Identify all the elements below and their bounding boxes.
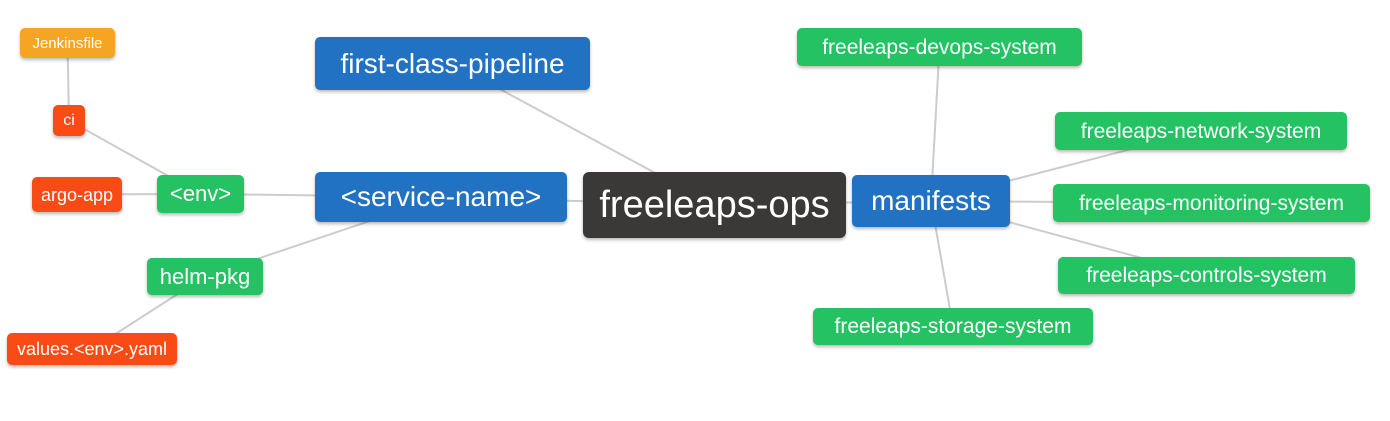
node-env[interactable]: <env> — [157, 175, 244, 213]
node-first-class-pipeline[interactable]: first-class-pipeline — [315, 37, 590, 90]
node-freeleaps-controls-system[interactable]: freeleaps-controls-system — [1058, 257, 1355, 294]
node-service-name[interactable]: <service-name> — [315, 172, 567, 222]
node-freeleaps-monitoring-system[interactable]: freeleaps-monitoring-system — [1053, 184, 1370, 222]
node-manifests[interactable]: manifests — [852, 175, 1010, 227]
node-freeleaps-storage-system[interactable]: freeleaps-storage-system — [813, 308, 1093, 345]
node-argo-app[interactable]: argo-app — [32, 177, 122, 212]
node-freeleaps-devops-system[interactable]: freeleaps-devops-system — [797, 28, 1082, 66]
node-ci[interactable]: ci — [53, 105, 85, 136]
node-freeleaps-ops[interactable]: freeleaps-ops — [583, 172, 846, 238]
node-values-env-yaml[interactable]: values.<env>.yaml — [7, 333, 177, 365]
node-freeleaps-network-system[interactable]: freeleaps-network-system — [1055, 112, 1347, 150]
node-helm-pkg[interactable]: helm-pkg — [147, 258, 263, 295]
node-jenkinsfile[interactable]: Jenkinsfile — [20, 28, 115, 58]
